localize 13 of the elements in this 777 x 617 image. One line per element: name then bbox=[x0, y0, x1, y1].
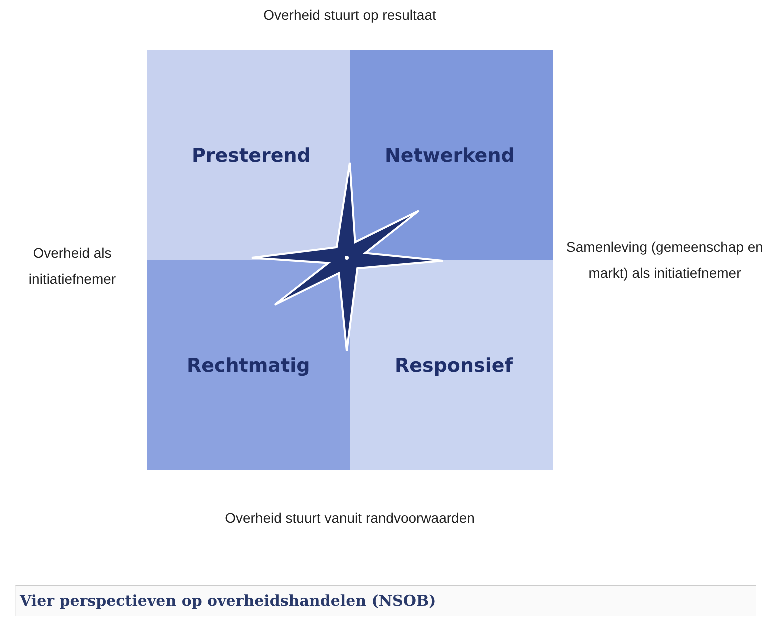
quadrant-panel bbox=[147, 260, 350, 470]
quadrant-title: Presterend bbox=[192, 145, 311, 167]
quadrant-title: Netwerkend bbox=[385, 145, 515, 167]
axis-label: Overheid als initiatiefnemer bbox=[28, 244, 118, 289]
caption: Vier perspectieven op overheidshandelen (NSOB) bbox=[20, 592, 436, 610]
axis-label: Overheid stuurt op resultaat bbox=[262, 6, 438, 25]
quadrant-title: Rechtmatig bbox=[187, 355, 310, 377]
quadrant-panel bbox=[350, 260, 553, 470]
axis-label: Overheid stuurt vanuit randvoorwaarden bbox=[224, 509, 476, 528]
quadrant-title: Responsief bbox=[395, 355, 513, 377]
quadrant-panel bbox=[350, 50, 553, 260]
quadrant-panel bbox=[147, 50, 350, 260]
axis-label: Samenleving (gemeenschap en markt) als initiatiefnemer bbox=[566, 238, 764, 283]
